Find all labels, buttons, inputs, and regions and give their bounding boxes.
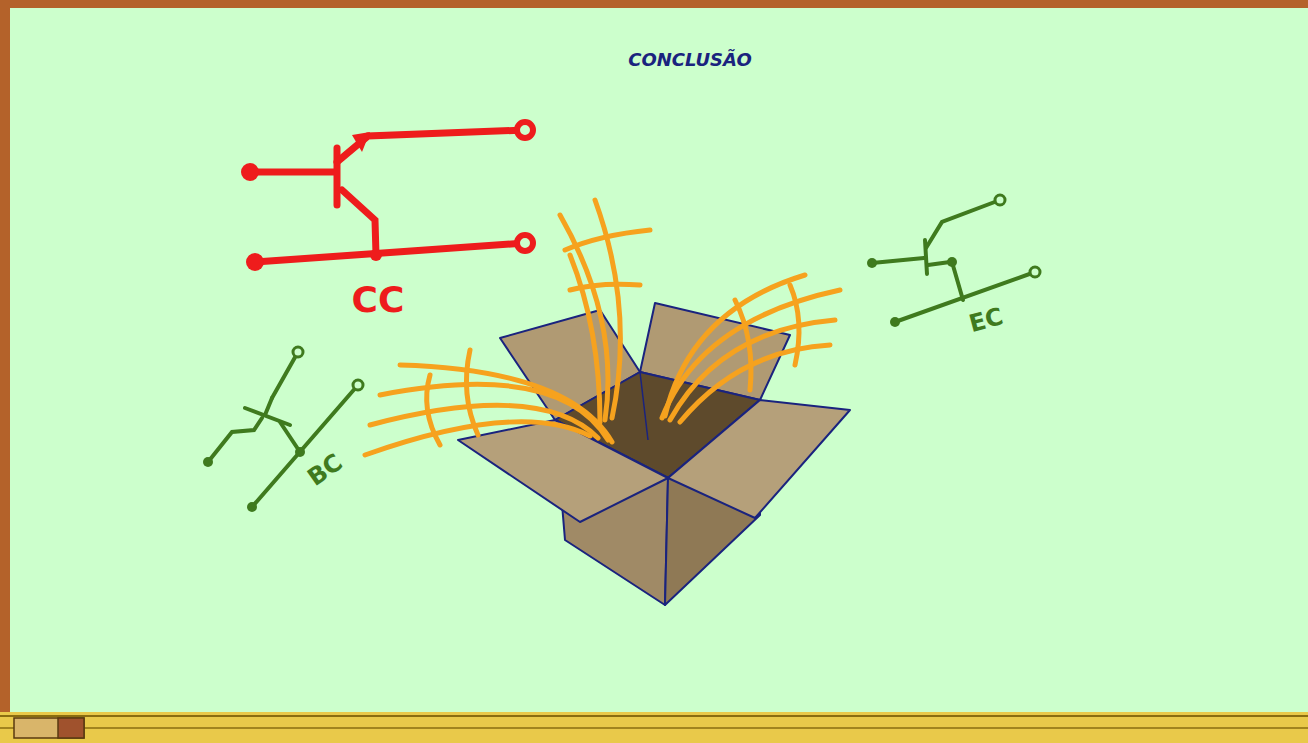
- terminal-dot: [203, 457, 213, 467]
- emitter-arrow: [352, 132, 370, 152]
- junction-dot: [947, 257, 957, 267]
- tray-line: [0, 727, 1308, 729]
- terminal-dot: [241, 163, 259, 181]
- terminal-circle: [293, 347, 303, 357]
- configuration-label: CC: [352, 282, 405, 318]
- slide-title: CONCLUSÃO: [628, 51, 752, 69]
- cardboard-box: [458, 303, 850, 605]
- junction-dot: [295, 447, 305, 457]
- transistor-symbol: [872, 200, 1035, 322]
- terminal-circle: [517, 122, 533, 138]
- eraser-icon: [58, 718, 84, 738]
- transistor-symbol: [208, 352, 358, 507]
- junction-dot: [370, 249, 382, 261]
- terminal-circle: [517, 235, 533, 251]
- board-ground: [10, 8, 1308, 712]
- eraser-icon: [14, 718, 84, 738]
- terminal-dot: [890, 317, 900, 327]
- terminal-circle: [353, 380, 363, 390]
- chalk-tray: [0, 712, 1308, 743]
- terminal-circle: [995, 195, 1005, 205]
- terminal-dot: [247, 502, 257, 512]
- spark-lines: [365, 200, 840, 455]
- transistor-symbol: [250, 130, 525, 262]
- terminal-dot: [867, 258, 877, 268]
- terminal-dot: [246, 253, 264, 271]
- tray-line: [0, 715, 1308, 717]
- terminal-circle: [1030, 267, 1040, 277]
